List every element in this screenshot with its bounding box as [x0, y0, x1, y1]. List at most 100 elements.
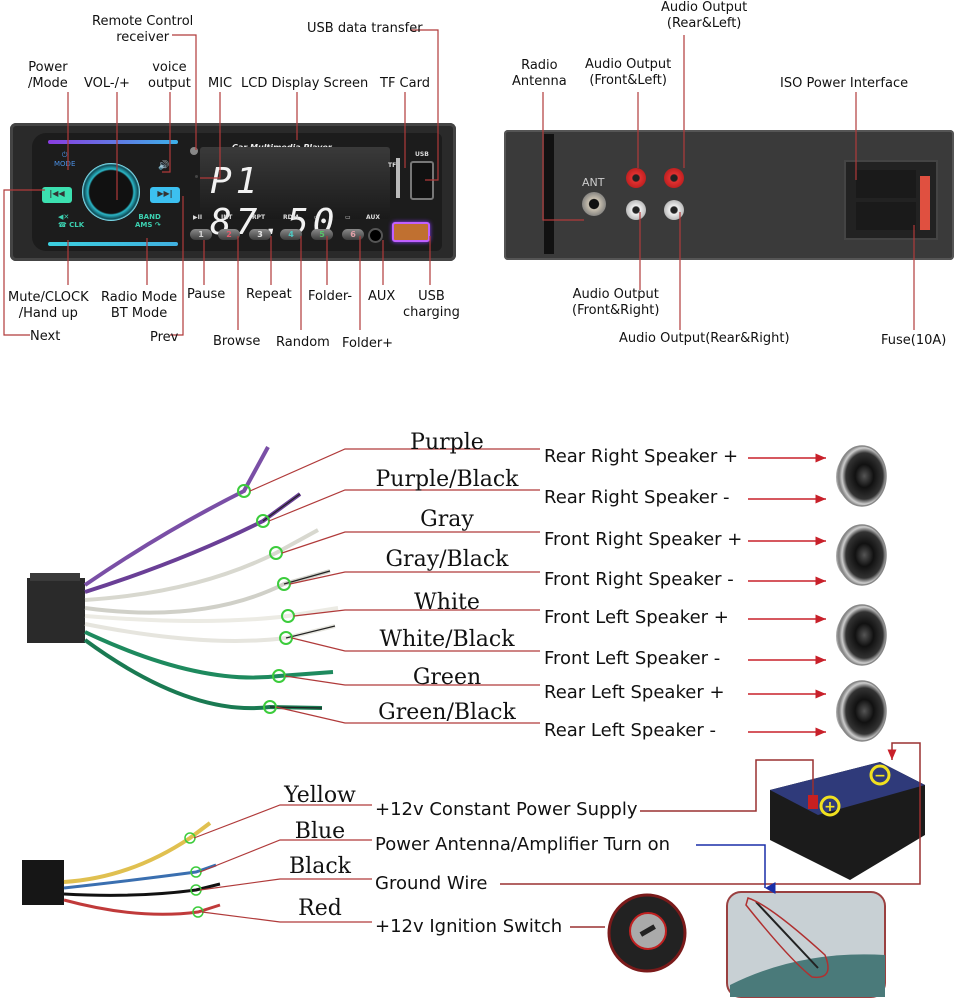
rca-rear-right	[664, 200, 684, 220]
leader-line	[268, 489, 540, 522]
callout-iso-power: ISO Power Interface	[780, 76, 909, 91]
leader-line	[284, 675, 540, 686]
leader-line	[199, 878, 372, 891]
callout-prev: Prev	[150, 330, 179, 345]
iso-connector-lower	[856, 202, 916, 230]
lcd-readout: P1 87.50	[210, 161, 339, 243]
speaker-icon	[836, 604, 887, 666]
battery: + −	[770, 762, 925, 880]
callout-lcd: LCD Display Screen	[241, 76, 369, 91]
wire-function-label: Front Right Speaker +	[544, 529, 743, 550]
power-mode-button[interactable]: ⏻MODE	[54, 151, 76, 168]
power-wire-function-label: Power Antenna/Amplifier Turn on	[375, 834, 671, 855]
preset-button-3[interactable]: 3	[249, 229, 271, 240]
usb-label: USB	[415, 151, 429, 158]
iso-connector	[856, 170, 916, 198]
callout-folder-plus: Folder+	[342, 336, 394, 351]
preset-button-4[interactable]: 4	[280, 229, 302, 240]
callout-audio-front-right: Audio Output (Front&Right)	[572, 287, 660, 318]
callout-fuse: Fuse(10A)	[881, 333, 947, 348]
callout-usb-data: USB data transfer	[307, 21, 423, 36]
panel-leader-lines	[3, 29, 915, 336]
wire-function-label: Rear Left Speaker -	[544, 720, 716, 741]
rear-panel: ANT	[504, 130, 954, 260]
preset-button-2[interactable]: 2	[218, 229, 240, 240]
speaker-wire	[84, 630, 334, 680]
callout-next: Next	[30, 329, 61, 344]
wire-color-label: Green	[412, 665, 482, 690]
leader-line	[201, 911, 372, 923]
callout-audio-rear-left: Audio Output (Rear&Left)	[661, 0, 748, 31]
mute-clock-button[interactable]: ◀✕☎ CLK	[58, 213, 85, 229]
antenna-jack	[582, 192, 606, 216]
callout-tf-card: TF Card	[380, 76, 430, 91]
svg-text:−: −	[874, 768, 886, 784]
speaker-wire	[83, 446, 270, 587]
wire-function-label: Front Left Speaker +	[544, 607, 729, 628]
negative-terminal-icon	[869, 764, 891, 786]
preset-function-label: RDM	[283, 214, 299, 221]
wire-color-label: Purple/Black	[375, 467, 519, 492]
preset-button-5[interactable]: 5	[311, 229, 333, 240]
wire-color-label: White/Black	[379, 627, 515, 652]
leader-line	[293, 609, 540, 617]
callout-vol: VOL-/+	[84, 76, 130, 91]
aux-label: AUX	[366, 214, 380, 221]
lcd-display: P1 87.50	[200, 147, 390, 243]
leader-line	[281, 531, 540, 554]
leader-line	[193, 804, 372, 839]
callout-browse: Browse	[213, 334, 261, 349]
speaker-icon	[836, 524, 887, 586]
rca-front-right	[626, 200, 646, 220]
speaker-wire	[84, 622, 336, 643]
power-wire	[63, 821, 212, 884]
preset-button-1[interactable]: 1	[190, 229, 212, 240]
leader-line	[289, 571, 540, 585]
callout-power-mode: Power /Mode	[28, 60, 68, 91]
preset-function-label: INT	[221, 214, 233, 221]
remote-receiver	[190, 147, 198, 155]
preset-button-6[interactable]: 6	[342, 229, 364, 240]
speaker-wire	[84, 606, 339, 623]
callout-folder-minus: Folder-	[308, 289, 353, 304]
preset-function-label: ▶II	[193, 214, 203, 221]
callout-usb-charging: USB charging	[403, 289, 460, 320]
clk-label: CLK	[69, 221, 85, 229]
wire-function-label: Rear Left Speaker +	[544, 682, 725, 703]
callout-audio-front-left: Audio Output (Front&Left)	[585, 57, 672, 88]
volume-knob[interactable]	[82, 163, 140, 221]
rca-rear-left	[664, 168, 684, 188]
callout-radio-mode: Radio Mode BT Mode	[101, 290, 178, 321]
wire-function-label: Rear Right Speaker +	[544, 446, 739, 467]
power-wire-function-label: Ground Wire	[375, 873, 488, 894]
aux-jack[interactable]	[368, 228, 383, 243]
speaker-wire	[84, 528, 319, 602]
leader-line	[249, 448, 540, 492]
callout-mute-clock: Mute/CLOCK /Hand up	[8, 290, 89, 321]
speaker-icon	[836, 445, 887, 507]
leader-line	[275, 706, 540, 724]
tf-slot[interactable]	[396, 158, 400, 198]
power-wire-color-label: Yellow	[284, 783, 356, 808]
light-bar-top	[48, 140, 178, 144]
speaker-wire	[84, 492, 302, 594]
power-wire-function-label: +12v Ignition Switch	[375, 916, 563, 937]
callout-voice-output: voice output	[148, 60, 191, 91]
usb-charging-port[interactable]	[392, 222, 430, 242]
prev-button[interactable]: |◀◀	[42, 187, 72, 203]
callout-remote-receiver: Remote Control receiver	[92, 14, 194, 45]
power-wire-color-label: Blue	[294, 819, 346, 844]
tf-label: TF	[388, 162, 397, 169]
leader-line	[291, 637, 540, 652]
power-harness-connector	[22, 860, 64, 905]
ams-label: AMS	[135, 221, 153, 229]
preset-function-label: ▭	[314, 214, 320, 221]
speaker-wire	[84, 569, 331, 615]
callout-repeat: Repeat	[246, 287, 292, 302]
next-button[interactable]: ▶▶|	[150, 187, 180, 203]
car-antenna-photo	[726, 891, 886, 998]
preset-function-label: RPT	[252, 214, 266, 221]
svg-text:+: +	[824, 799, 836, 815]
